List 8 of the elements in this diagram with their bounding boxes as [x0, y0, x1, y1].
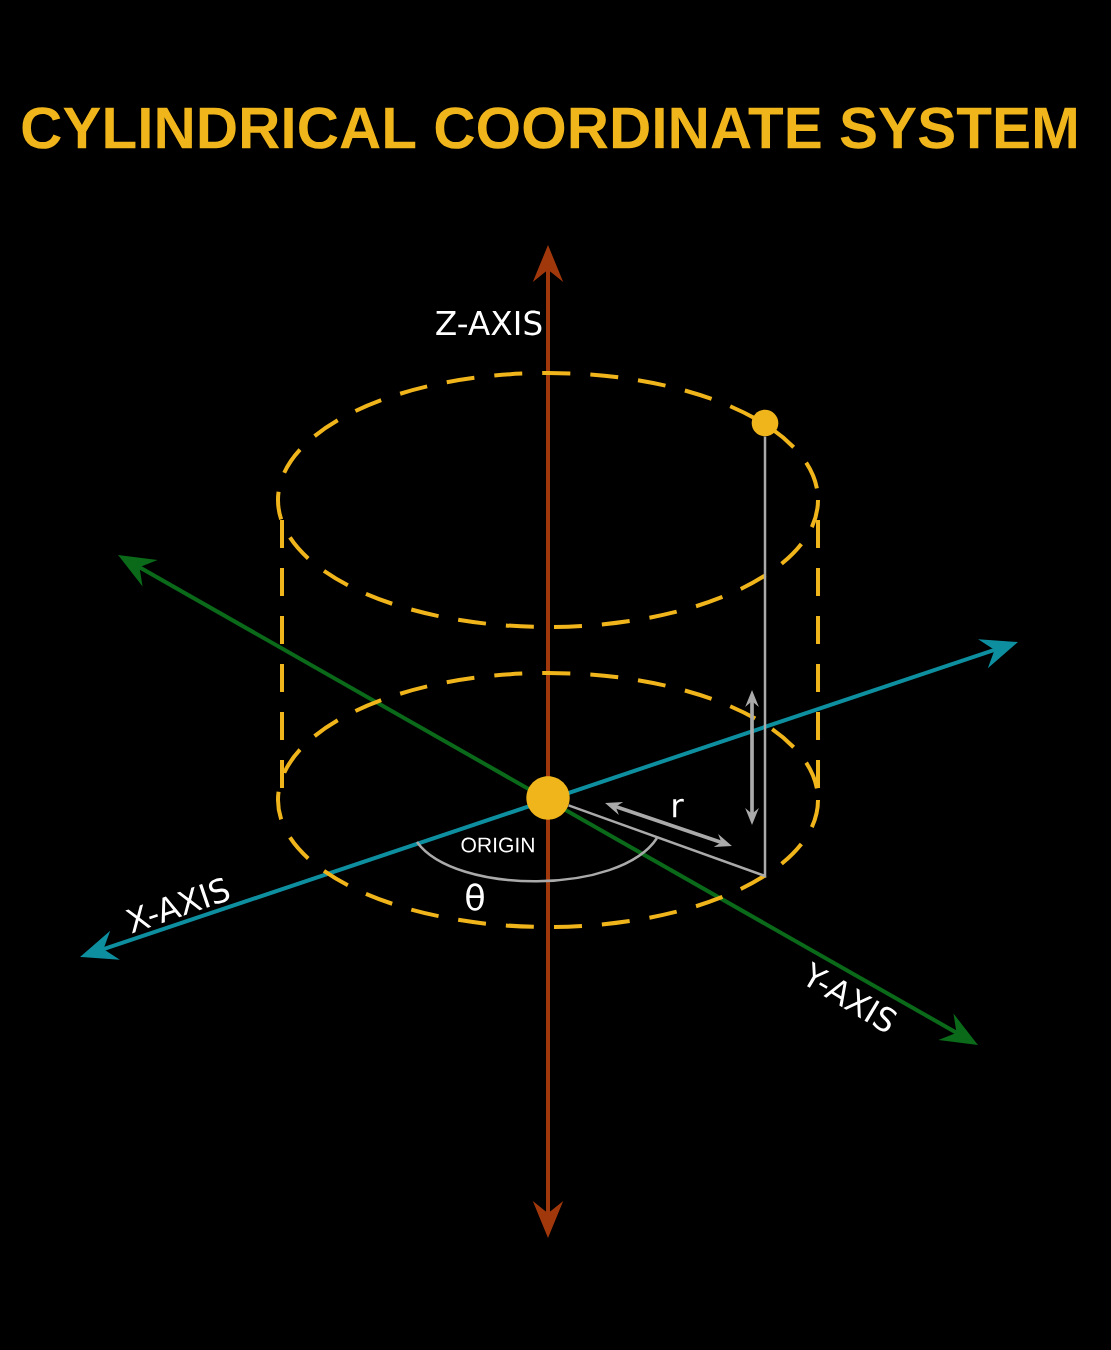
point-label: ORIGIN [461, 837, 534, 853]
axis-label: r [673, 798, 684, 818]
title: CYLINDRICAL COORDINATE SYSTEM [22, 107, 1076, 149]
construction-line [568, 436, 767, 878]
axis-label: θ [466, 883, 484, 911]
point-dot [751, 409, 779, 437]
point-dot [526, 776, 570, 820]
axis-label: Z-AXIS [436, 310, 542, 336]
